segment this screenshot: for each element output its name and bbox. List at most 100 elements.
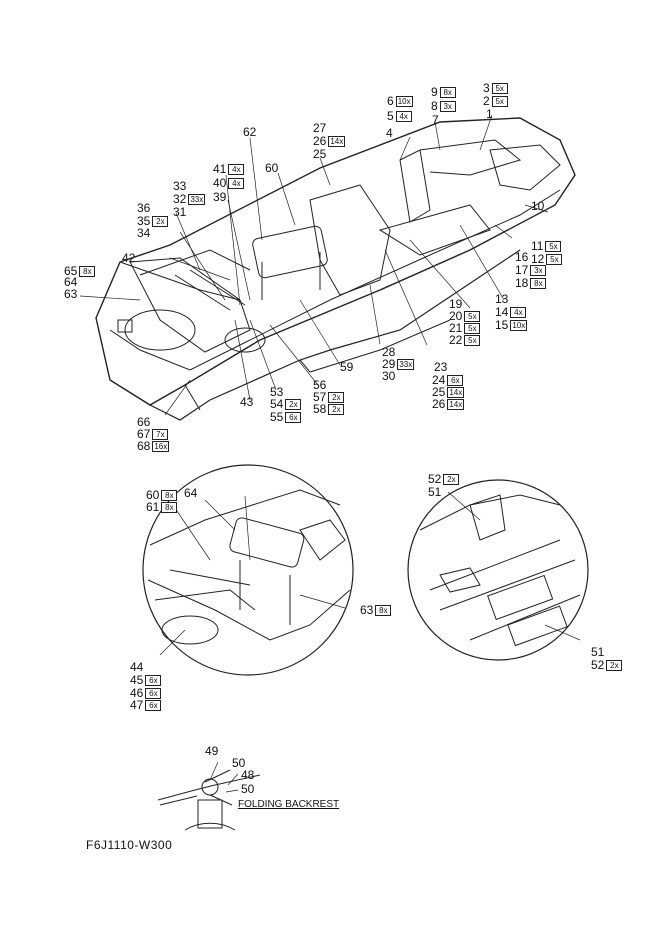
callout-number: 13 (495, 292, 509, 306)
callout-quantity: 10x (510, 319, 528, 331)
callout-quantity: 14x (447, 398, 465, 410)
callout-number: 48 (241, 768, 255, 782)
callout-number: 51 (591, 645, 605, 659)
callout-number: 20 (449, 309, 463, 323)
callout-number: 47 (130, 698, 144, 712)
callout-number: 28 (382, 345, 396, 359)
callout-number: 63 (360, 603, 374, 617)
callout-number: 66 (137, 415, 151, 429)
boat-hull-drawing (95, 117, 576, 421)
callout-number: 9 (431, 85, 438, 99)
callout-number: 32 (173, 192, 187, 206)
callout-19: 19 (449, 298, 462, 310)
callout-number: 52 (428, 472, 442, 486)
callout-number: 64 (184, 486, 198, 500)
callout-quantity: 8x (161, 501, 178, 513)
callout-number: 60 (265, 161, 279, 175)
callout-number: 4 (386, 126, 393, 140)
callout-number: 55 (270, 410, 284, 424)
callout-32: 30 (382, 370, 395, 382)
callout-33: 31 (173, 206, 186, 218)
callout-number: 8 (431, 99, 438, 113)
callout-7: 7 (432, 114, 439, 126)
callout-number: 12 (531, 252, 545, 266)
callout-number: 56 (313, 378, 327, 392)
callout-42: 42 (122, 252, 135, 264)
callout-number: 23 (434, 360, 448, 374)
callout-50-top: 50 (232, 757, 245, 769)
callout-number: 50 (241, 782, 255, 796)
callout-quantity: 5x (464, 334, 481, 346)
callout-43: 43 (240, 396, 253, 408)
callout-quantity: 2x (328, 403, 345, 415)
callout-quantity: 2x (285, 398, 302, 410)
callout-number: 15 (495, 318, 509, 332)
callout-51-top: 51 (428, 486, 441, 498)
callout-59: 59 (340, 361, 353, 373)
detail-circle-left (142, 464, 354, 676)
callout-quantity: 2x (443, 473, 460, 485)
callout-number: 43 (240, 395, 254, 409)
callout-number: 57 (313, 390, 327, 404)
callout-27: 25 (313, 148, 326, 160)
callout-quantity: 6x (145, 687, 162, 699)
callout-quantity: 3x (439, 100, 456, 112)
callout-number: 52 (591, 658, 605, 672)
callout-number: 1 (486, 107, 493, 121)
callout-quantity: 4x (395, 110, 412, 122)
callout-number: 68 (137, 439, 151, 453)
callout-number: 49 (205, 744, 219, 758)
callout-23: 23 (434, 361, 447, 373)
callout-quantity: 8x (439, 86, 456, 98)
callout-quantity: 14x (447, 386, 465, 398)
detail-circle-right (407, 479, 589, 661)
callout-number: 46 (130, 686, 144, 700)
callout-44: 44 (130, 661, 143, 673)
callout-number: 29 (382, 357, 396, 371)
callout-number: 36 (137, 201, 151, 215)
callout-35: 33 (173, 180, 186, 192)
callout-number: 25 (432, 385, 446, 399)
callout-number: 21 (449, 321, 463, 335)
callout-number: 51 (428, 485, 442, 499)
callout-number: 26 (313, 134, 327, 148)
callout-number: 10 (531, 199, 545, 213)
callout-quantity: 3x (530, 264, 547, 276)
callout-quantity: 5x (464, 310, 481, 322)
callout-quantity: 5x (545, 240, 562, 252)
callout-number: 30 (382, 369, 396, 383)
callout-number: 2 (483, 94, 490, 108)
callout-number: 67 (137, 427, 151, 441)
callout-quantity: 5x (546, 253, 563, 265)
callout-quantity: 10x (395, 95, 413, 107)
callout-number: 18 (515, 276, 529, 290)
callout-quantity: 5x (491, 95, 508, 107)
callout-number: 58 (313, 402, 327, 416)
callout-quantity: 33x (188, 193, 206, 205)
callout-number: 17 (515, 263, 529, 277)
callout-number: 31 (173, 205, 187, 219)
callout-number: 65 (64, 264, 78, 278)
